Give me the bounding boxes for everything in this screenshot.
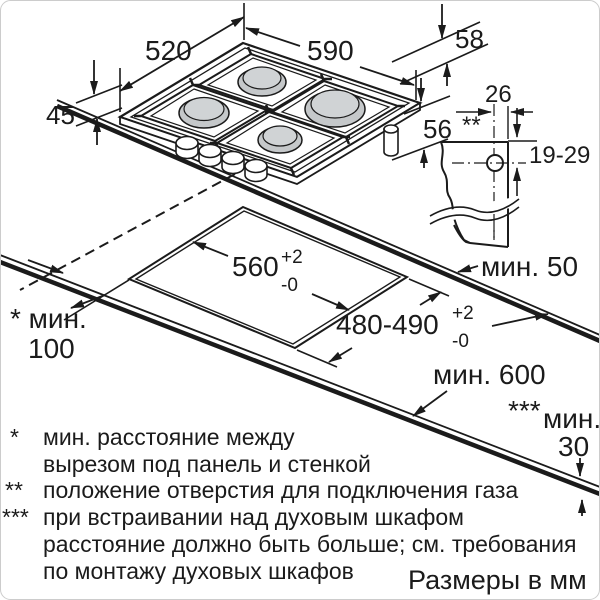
- alignment-dashed-line: [19, 173, 236, 291]
- dim-560-tol-plus: +2: [281, 247, 303, 268]
- dim-560: 560 +2 -0: [192, 241, 350, 311]
- worktop-back-edge-thick: [56, 103, 600, 344]
- footnote-3-marker: ***: [2, 504, 29, 530]
- dim-min600-label: мин. 600: [433, 359, 546, 390]
- dim-56: 56: [391, 78, 452, 168]
- worktop-drawing: [0, 99, 600, 497]
- dim-480-490: 480-490 +2 -0: [296, 278, 474, 368]
- worktop-back-edge-thin: [56, 99, 600, 336]
- burner-left-cap: [183, 96, 225, 122]
- worktop-front-edge-thin: [0, 254, 600, 488]
- section-cut-edge: [440, 141, 471, 244]
- footnote-2-marker: **: [5, 477, 23, 503]
- dim-560-tol-minus: -0: [281, 275, 298, 296]
- dim-min30-word: мин.: [543, 403, 600, 434]
- dim-480-490-tol-plus: +2: [452, 303, 474, 324]
- dim-min50-label: мин. 50: [481, 251, 578, 282]
- footnote-1-line-1: мин. расстояние между: [43, 424, 295, 450]
- hob-top-rim: [129, 47, 411, 173]
- dim-min50: мин. 50: [457, 251, 578, 282]
- knob-4: [244, 158, 268, 174]
- dim-45-label: 45: [46, 100, 75, 130]
- cutout-outline: [126, 205, 410, 350]
- burner-front-cap: [262, 125, 298, 147]
- dim-19-29: 19-29: [508, 108, 590, 196]
- dim-56-label: 56: [423, 114, 452, 144]
- section-break-lines: [429, 198, 520, 225]
- dim-min30: *** мин. 30: [508, 395, 600, 516]
- units-caption: Размеры в мм: [408, 565, 587, 595]
- dim-520: 520: [119, 3, 245, 112]
- dim-26: 26 **: [456, 81, 533, 139]
- dim-480-490-label: 480-490: [336, 309, 439, 340]
- footnote-1-marker: *: [10, 424, 19, 450]
- knob-3: [221, 150, 245, 166]
- pan-support-left: [134, 77, 274, 149]
- pan-support-front: [210, 104, 350, 176]
- dim-58-label: 58: [455, 24, 484, 54]
- dim-590-label: 590: [307, 35, 354, 66]
- worktop-front-edge-thick: [0, 259, 600, 497]
- dim-min100-value: 100: [28, 333, 75, 364]
- dim-19-29-label: 19-29: [529, 142, 590, 169]
- gas-hole-marker: **: [462, 112, 481, 139]
- footnote-3-line-1: при встраивании над духовым шкафом: [43, 504, 464, 530]
- dim-min30-stars: ***: [508, 395, 541, 426]
- burner-right-cap: [310, 89, 360, 119]
- footnotes: * мин. расстояние между вырезом под пане…: [2, 424, 576, 584]
- dim-26-label: 26: [485, 81, 512, 108]
- footnote-2-line-1: положение отверстия для подключения газа: [43, 477, 518, 503]
- control-knobs: [175, 135, 268, 183]
- knob-1: [175, 135, 199, 151]
- dim-min100-label: * мин.: [10, 303, 87, 334]
- gas-connection-section: 26 ** 19-29: [429, 81, 590, 248]
- footnote-3-line-2: расстояние должно быть больше; см. требо…: [43, 531, 576, 557]
- dim-520-label: 520: [145, 35, 192, 66]
- footnote-3-line-3: по монтажу духовых шкафов: [43, 558, 354, 584]
- knob-2: [198, 143, 222, 159]
- dim-480-490-tol-minus: -0: [452, 331, 469, 352]
- dim-min600: мин. 600: [412, 312, 549, 417]
- dim-min100: * мин. 100: [10, 259, 130, 364]
- pan-support-right: [265, 73, 405, 145]
- dim-45: 45: [46, 60, 123, 145]
- dim-590: 590: [245, 27, 417, 100]
- burner-back-cap: [242, 66, 282, 90]
- cutout-inner-edge: [134, 210, 402, 345]
- dim-58: 58: [391, 4, 489, 86]
- hob-leg: [383, 124, 399, 157]
- dim-min30-value: 30: [558, 431, 589, 462]
- dim-560-label: 560: [232, 251, 279, 282]
- footnote-1-line-2: вырезом под панель и стенкой: [43, 451, 371, 477]
